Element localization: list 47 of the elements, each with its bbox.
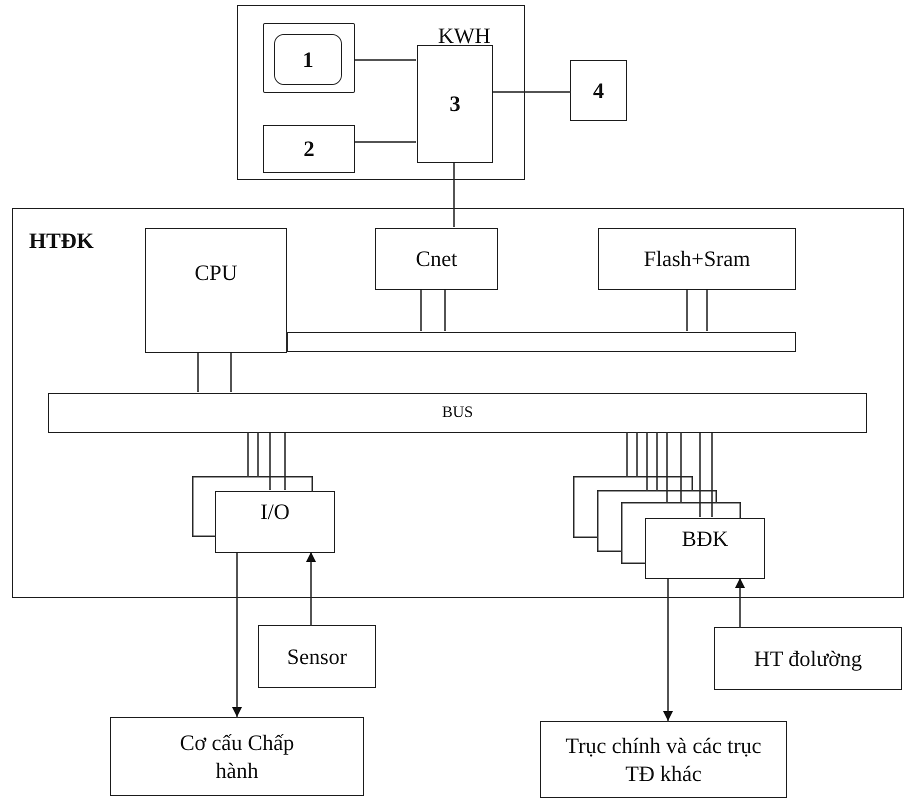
node-label: BUS [442,403,474,423]
arrow [232,552,242,717]
monitor-frame [263,23,355,93]
component-box [417,45,493,163]
node-label: I/O [260,498,290,526]
connector-line [492,91,570,93]
node-label: CPU [194,258,238,286]
connector-line [197,351,232,393]
process-box [598,228,796,290]
connector-line [354,141,416,143]
card-box [645,518,765,579]
card-box [215,491,335,553]
node-label: 1 [302,46,314,74]
arrow [663,578,673,721]
group-title: HTĐK [29,227,94,254]
component-box [570,60,627,121]
connector-line [686,288,708,332]
node-label: 3 [450,90,460,118]
node-label: BĐK [682,524,728,552]
arrow [306,552,316,625]
process-box [714,627,902,690]
node-label: 4 [593,76,604,104]
process-box [110,717,364,796]
node-label: HT đolường [754,644,862,672]
bus-bar [48,393,867,433]
process-box [145,228,287,353]
screen-box [274,34,342,85]
process-box [375,228,498,290]
node-label: Flash+Sram [644,245,750,273]
bus-bar [287,332,796,352]
connector-line [354,59,416,61]
process-box [258,625,376,688]
connector-line [699,431,713,518]
arrow [735,578,745,627]
group-title: KWH [438,22,491,50]
process-box [540,721,787,798]
node-label: 2 [304,135,314,163]
module-box [237,5,525,180]
component-box [263,125,355,173]
connector-line [269,431,286,491]
connector-line [453,162,455,227]
node-label: Cnet [416,245,458,273]
connector-line [420,288,446,332]
node-label: Cơ cấu Chấp hành [178,729,296,784]
system-box [12,208,904,598]
node-label: Sensor [287,642,347,670]
node-label: Trục chính và các trục TĐ khác [564,732,762,787]
